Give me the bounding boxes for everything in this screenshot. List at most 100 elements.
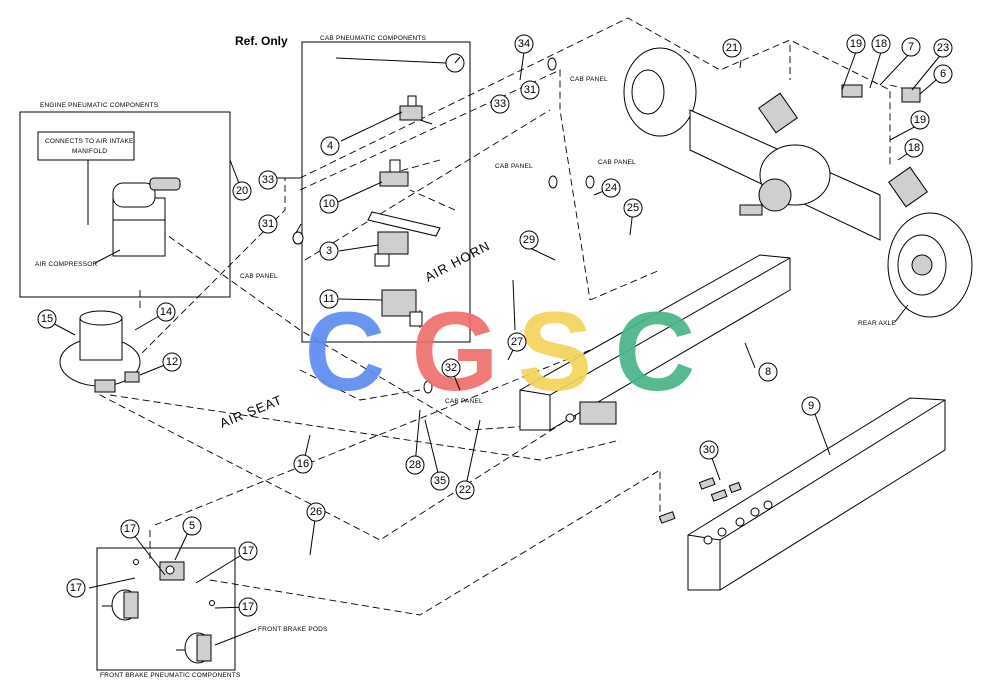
- air-lines: [99, 17, 911, 616]
- svg-text:11: 11: [323, 293, 334, 305]
- callout-23: 23: [933, 38, 953, 58]
- rear-valve-7: [841, 84, 863, 98]
- svg-text:17: 17: [124, 523, 136, 535]
- svg-text:23: 23: [937, 42, 949, 54]
- rear-axle-label: REAR AXLE: [858, 320, 896, 327]
- svg-text:22: 22: [459, 484, 471, 496]
- callout-32: 32: [441, 358, 461, 378]
- svg-text:31: 31: [524, 84, 536, 96]
- callout-14: 14: [156, 302, 176, 322]
- manifold-note-box: [37, 131, 135, 161]
- cab-panel-label-5: CAB PANEL: [445, 398, 483, 405]
- callout-27: 27: [507, 332, 527, 352]
- callout-17b: 17: [238, 541, 258, 561]
- callouts: 3 4 5 6 7 8 9 10 11 12 14 15 16 17 17 17…: [37, 34, 953, 617]
- cgsc-watermark: C G S C: [305, 289, 696, 414]
- callout-17a: 17: [120, 519, 140, 539]
- air-dryer: [59, 310, 141, 393]
- svg-text:31: 31: [262, 218, 274, 230]
- engine-box-title: ENGINE PNEUMATIC COMPONENTS: [40, 102, 159, 109]
- svg-text:24: 24: [605, 182, 617, 194]
- svg-text:9: 9: [808, 400, 814, 412]
- svg-text:8: 8: [765, 366, 771, 378]
- svg-text:6: 6: [940, 68, 946, 80]
- svg-text:27: 27: [511, 336, 523, 348]
- svg-text:32: 32: [445, 362, 457, 374]
- callout-15: 15: [37, 309, 57, 329]
- air-horn-label: AIR HORN: [422, 238, 492, 285]
- callout-29: 29: [519, 230, 539, 250]
- svg-text:17: 17: [242, 601, 254, 613]
- front-brake-pod-2: [176, 632, 212, 664]
- callout-28: 28: [405, 455, 425, 475]
- cab-valve-10: [379, 159, 409, 187]
- ref-only-title: Ref. Only: [235, 34, 288, 48]
- cab-valve-4: [399, 95, 433, 125]
- callout-16: 16: [293, 454, 313, 474]
- callout-30: 30: [699, 440, 719, 460]
- frame-rail-9: [687, 397, 946, 591]
- air-horn-valve: [367, 211, 441, 267]
- callout-35: 35: [430, 471, 450, 491]
- fittings-30: [658, 477, 742, 524]
- cab-box-title: CAB PNEUMATIC COMPONENTS: [320, 35, 427, 42]
- front-brake-box-title: FRONT BRAKE PNEUMATIC COMPONENTS: [100, 672, 241, 679]
- rear-axle: [623, 47, 973, 318]
- svg-text:28: 28: [409, 459, 421, 471]
- callout-5: 5: [182, 516, 202, 536]
- callout-3: 3: [319, 241, 339, 261]
- rear-valve-6: [901, 87, 921, 103]
- callout-26: 26: [306, 502, 326, 522]
- cab-panel-markers: [292, 57, 595, 394]
- svg-text:10: 10: [323, 198, 335, 210]
- svg-text:19: 19: [914, 114, 926, 126]
- callout-33a: 33: [490, 94, 510, 114]
- air-compressor: [112, 177, 181, 257]
- svg-text:25: 25: [627, 202, 639, 214]
- air-seat-label: AIR SEAT: [218, 392, 285, 431]
- front-brake-pods-label: FRONT BRAKE PODS: [258, 626, 328, 633]
- callout-21: 21: [722, 38, 742, 58]
- air-compressor-label: AIR COMPRESSOR: [35, 261, 97, 268]
- callout-22: 22: [455, 480, 475, 500]
- svg-text:17: 17: [70, 582, 82, 594]
- engine-box: [19, 111, 231, 298]
- svg-text:20: 20: [236, 185, 248, 197]
- callout-11: 11: [319, 289, 339, 309]
- callout-7: 7: [901, 37, 921, 57]
- cab-panel-label-1: CAB PANEL: [570, 76, 608, 83]
- callout-18b: 18: [904, 138, 924, 158]
- frame-rail-8: [519, 254, 791, 431]
- svg-text:17: 17: [242, 545, 254, 557]
- svg-text:16: 16: [297, 458, 309, 470]
- callout-25: 25: [623, 198, 643, 218]
- callout-17d: 17: [238, 597, 258, 617]
- cab-box: [301, 41, 471, 343]
- callout-24: 24: [601, 178, 621, 198]
- svg-text:34: 34: [518, 38, 530, 50]
- svg-text:21: 21: [726, 42, 738, 54]
- svg-text:30: 30: [703, 444, 715, 456]
- callout-12: 12: [162, 352, 182, 372]
- manifold-note-line1: CONNECTS TO AIR INTAKE: [45, 138, 134, 145]
- callout-4: 4: [320, 136, 340, 156]
- svg-text:14: 14: [160, 306, 172, 318]
- callout-20: 20: [232, 181, 252, 201]
- callout-9: 9: [801, 396, 821, 416]
- callout-leaders: [46, 51, 944, 609]
- svg-text:33: 33: [262, 174, 274, 186]
- svg-text:26: 26: [310, 506, 322, 518]
- callout-33b: 33: [258, 170, 278, 190]
- svg-text:3: 3: [326, 245, 332, 257]
- svg-text:33: 33: [494, 98, 506, 110]
- front-brake-box: [96, 547, 236, 671]
- svg-text:18: 18: [875, 38, 887, 50]
- callout-10: 10: [319, 194, 339, 214]
- svg-text:12: 12: [166, 356, 178, 368]
- callout-34: 34: [514, 34, 534, 54]
- svg-text:4: 4: [327, 140, 333, 152]
- cab-panel-label-4: CAB PANEL: [240, 273, 278, 280]
- front-brake-valve: [159, 561, 185, 581]
- watermark-letter-c1: C: [305, 289, 386, 414]
